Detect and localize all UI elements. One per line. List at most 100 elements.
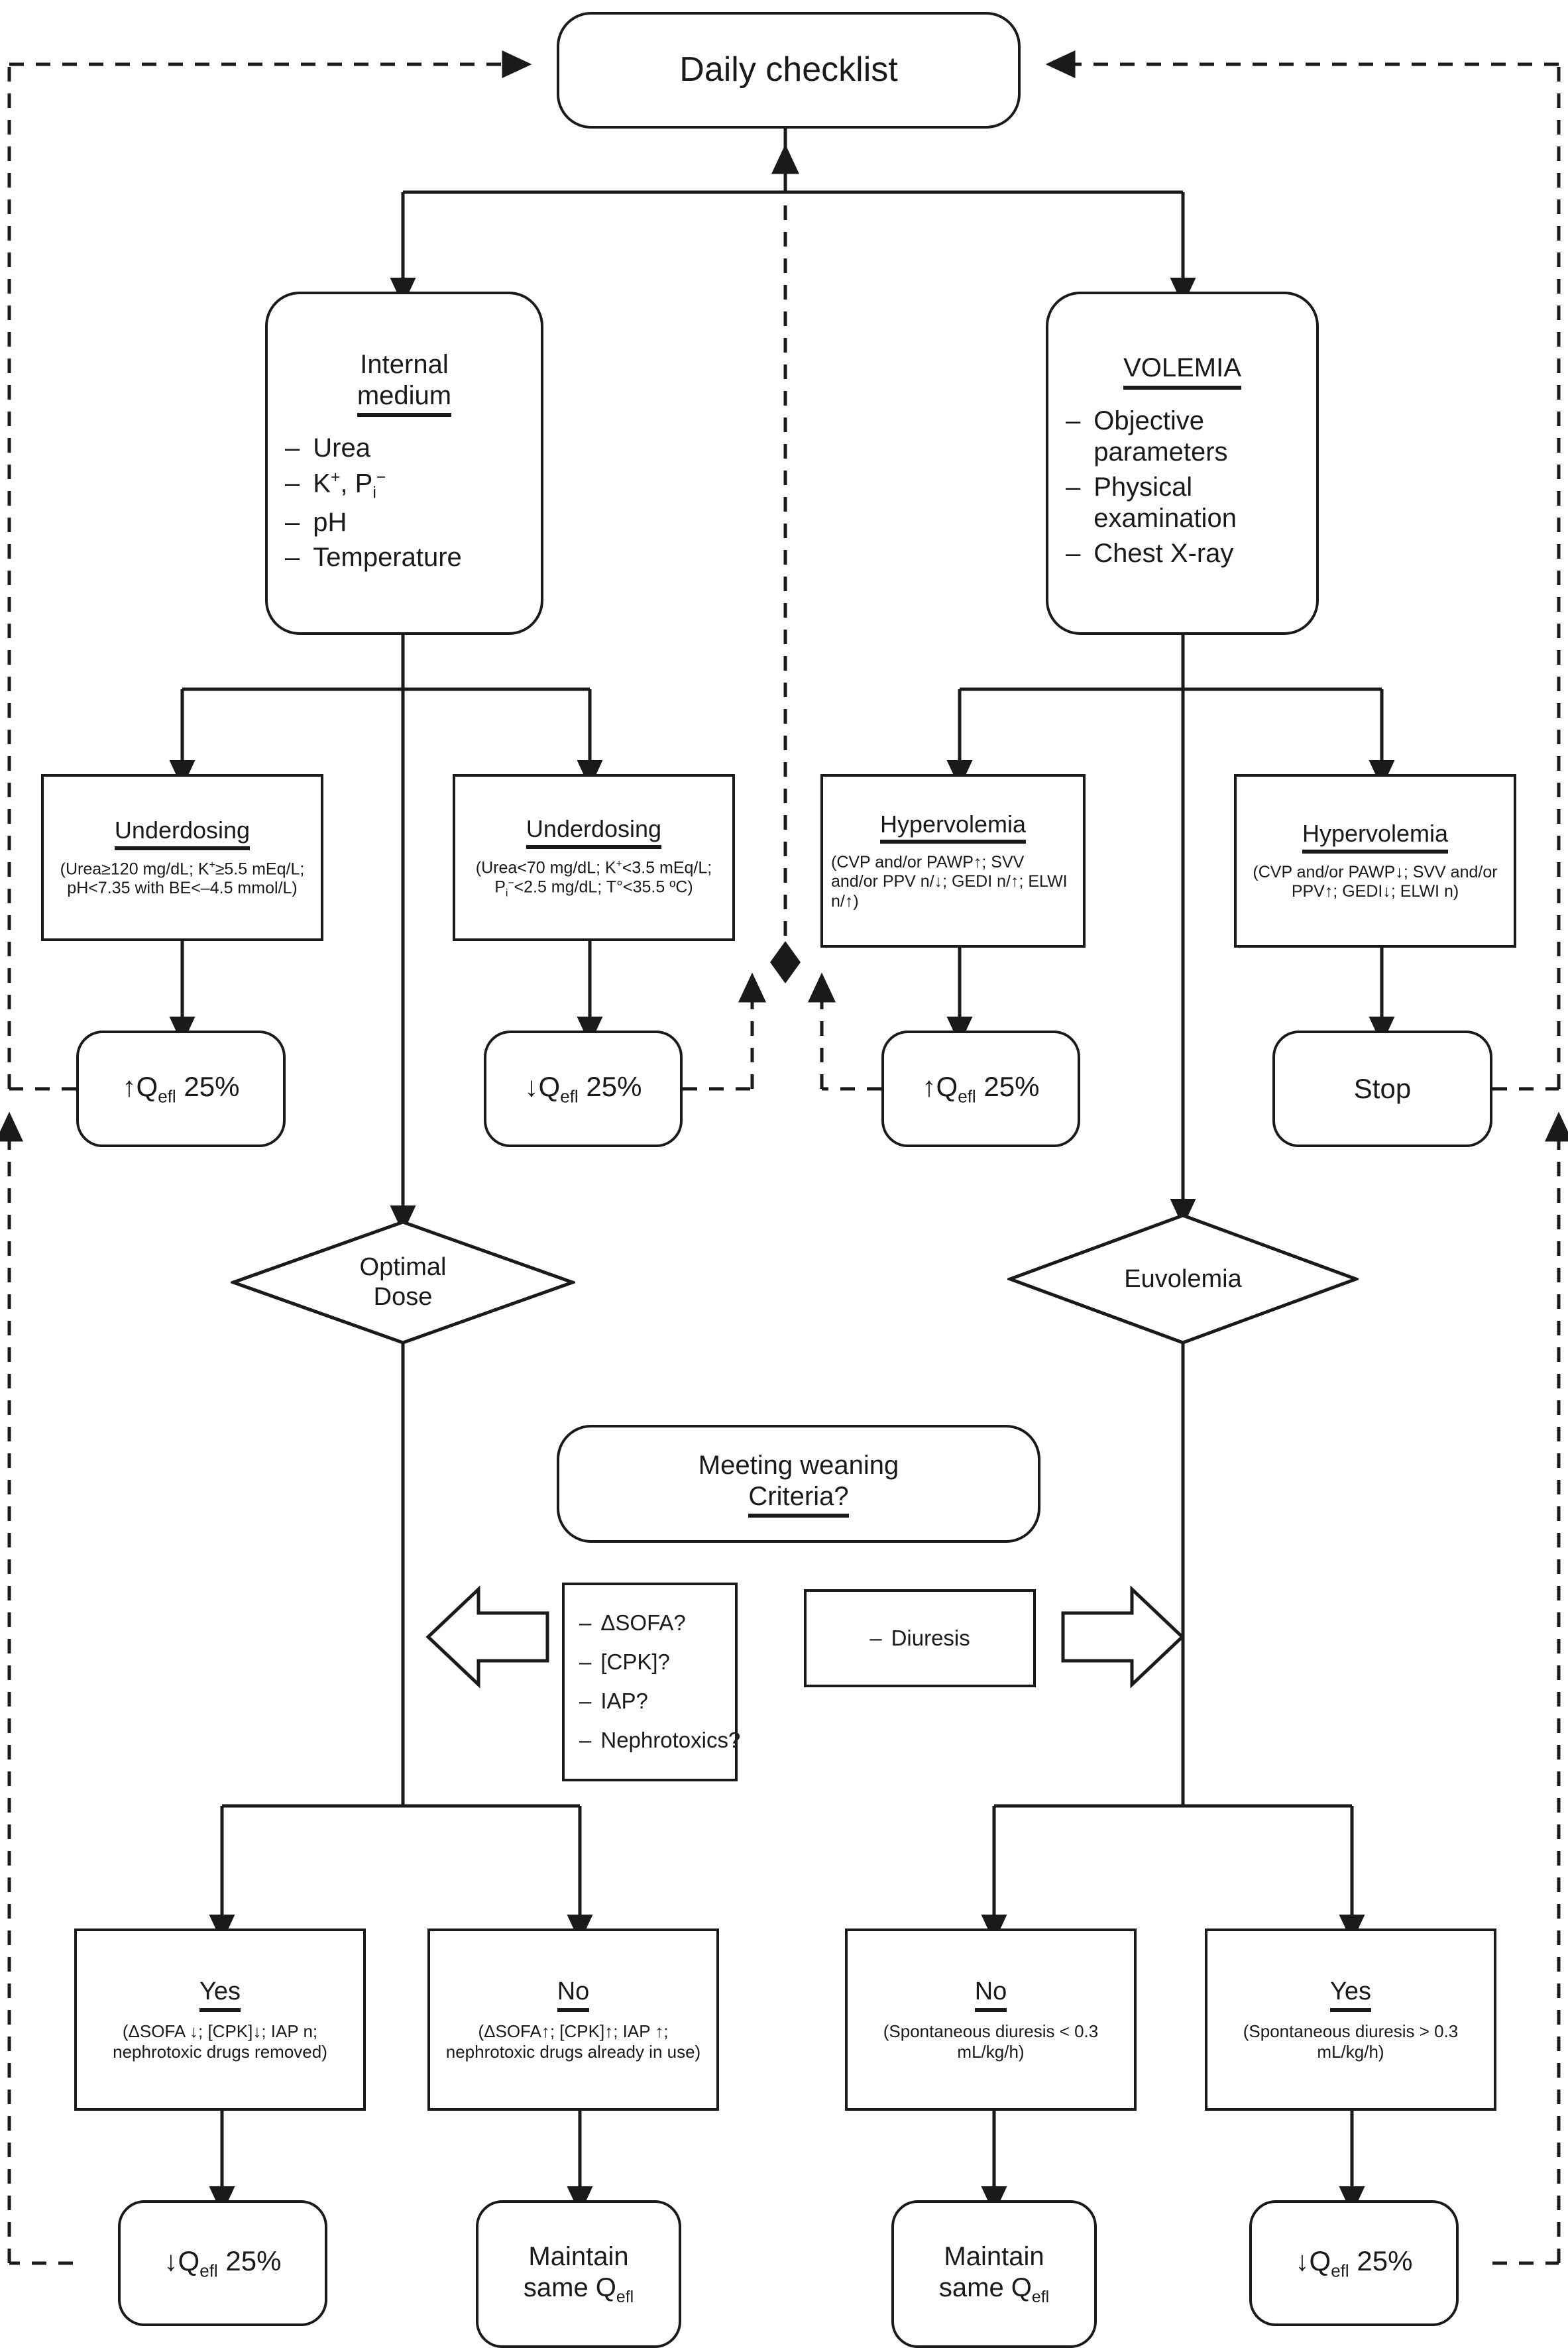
list-item: – ΔSOFA?	[579, 1610, 686, 1636]
node-final-down-right[interactable]: ↓Qefl 25%	[1249, 2200, 1459, 2326]
node-final-maintain-left[interactable]: Maintain same Qefl	[476, 2200, 681, 2348]
list-item: – Diuresis	[869, 1626, 970, 1651]
dash-marker: –	[579, 1689, 592, 1713]
volemia-title: VOLEMIA	[1123, 353, 1241, 390]
final-down-right-label: ↓Qefl 25%	[1295, 2245, 1413, 2281]
final-maintain-left-line1: Maintain	[528, 2241, 629, 2271]
optimal-dose-line1: Optimal	[359, 1253, 447, 1282]
node-no-right[interactable]: No (Spontaneous diuresis < 0.3 mL/kg/h)	[845, 1929, 1137, 2111]
node-action-up-mid[interactable]: ↑Qefl 25%	[881, 1031, 1080, 1147]
left-block-arrow	[424, 1584, 550, 1690]
action-down-left-label: ↓Qefl 25%	[524, 1071, 642, 1107]
no-right-title: No	[974, 1977, 1007, 2013]
list-item: – Physical examination	[1066, 472, 1299, 534]
final-maintain-right-line2: same Qefl	[938, 2272, 1050, 2306]
euvolemia-label: Euvolemia	[1007, 1213, 1359, 1345]
action-up-left-label: ↑Qefl 25%	[122, 1071, 240, 1107]
node-diuresis[interactable]: – Diuresis	[804, 1589, 1036, 1687]
internal-medium-bullets: – Urea – K+, Pi− – pH – Temperature	[268, 429, 541, 577]
dash-marker: –	[285, 507, 300, 537]
node-euvolemia[interactable]: Euvolemia	[1007, 1213, 1359, 1345]
dash-marker: –	[285, 543, 300, 573]
diuresis-label: Diuresis	[891, 1625, 970, 1650]
list-item: – Urea	[285, 433, 524, 464]
yes-right-detail: (Spontaneous diuresis > 0.3 mL/kg/h)	[1243, 2021, 1459, 2062]
list-item: – K+, Pi−	[285, 468, 524, 503]
node-yes-right[interactable]: Yes (Spontaneous diuresis > 0.3 mL/kg/h)	[1205, 1929, 1496, 2111]
list-item: – IAP?	[579, 1689, 648, 1714]
hypervolemia-left-title: Hypervolemia	[879, 811, 1027, 844]
node-hypervolemia-left[interactable]: Hypervolemia (CVP and/or PAWP↑; SVV and/…	[820, 774, 1086, 948]
list-item: – Nephrotoxics?	[579, 1728, 740, 1754]
dash-marker: –	[579, 1610, 592, 1636]
node-underdosing-low[interactable]: Underdosing (Urea<70 mg/dL; K+<3.5 mEq/L…	[453, 774, 735, 941]
node-hypervolemia-right[interactable]: Hypervolemia (CVP and/or PAWP↓; SVV and/…	[1234, 774, 1516, 948]
optimal-dose-label: Optimal Dose	[231, 1219, 575, 1345]
optimal-dose-line2: Dose	[373, 1283, 433, 1311]
list-item: – Temperature	[285, 542, 524, 573]
node-optimal-dose[interactable]: Optimal Dose	[231, 1219, 575, 1345]
hypervolemia-left-detail: (CVP and/or PAWP↑; SVV and/or PPV n/↓; G…	[831, 852, 1068, 911]
yes-left-title: Yes	[199, 1977, 241, 2013]
final-maintain-right-line1: Maintain	[944, 2241, 1044, 2271]
node-volemia[interactable]: VOLEMIA – Objective parameters – Physica…	[1046, 292, 1319, 635]
dash-marker: –	[579, 1727, 592, 1752]
criteria-item-sofa: ΔSOFA?	[600, 1610, 686, 1636]
node-underdosing-high[interactable]: Underdosing (Urea≥120 mg/dL; K+≥5.5 mEq/…	[41, 774, 323, 941]
hypervolemia-right-title: Hypervolemia	[1302, 820, 1449, 854]
internal-medium-item-temperature: Temperature	[313, 543, 462, 573]
action-stop-label: Stop	[1353, 1073, 1412, 1105]
node-no-left[interactable]: No (ΔSOFA↑; [CPK]↑; IAP ↑; nephrotoxic d…	[427, 1929, 719, 2111]
node-criteria-list[interactable]: – ΔSOFA? – [CPK]? – IAP? – Nephrotoxics?	[562, 1583, 740, 1781]
dash-marker: –	[1066, 539, 1081, 569]
list-item: – [CPK]?	[579, 1649, 670, 1675]
dash-marker: –	[285, 469, 300, 498]
criteria-item-cpk: [CPK]?	[600, 1649, 670, 1675]
list-item: – Chest X-ray	[1066, 538, 1299, 569]
volemia-item-chest-xray: Chest X-ray	[1093, 539, 1234, 569]
hypervolemia-right-detail: (CVP and/or PAWP↓; SVV and/or PPV↑; GEDI…	[1253, 862, 1498, 901]
internal-medium-title-line1: Internal	[360, 349, 449, 379]
underdosing-low-title: Underdosing	[526, 815, 662, 849]
internal-medium-item-electrolytes: K+, Pi−	[313, 469, 386, 502]
volemia-item-physical-examination: Physical examination	[1093, 473, 1237, 533]
junction-diamond	[770, 941, 801, 983]
node-action-stop[interactable]: Stop	[1272, 1031, 1492, 1147]
underdosing-high-title: Underdosing	[114, 816, 251, 850]
no-left-detail: (ΔSOFA↑; [CPK]↑; IAP ↑; nephrotoxic drug…	[445, 2021, 701, 2062]
final-maintain-left-line2: same Qefl	[523, 2272, 634, 2306]
underdosing-low-detail: (Urea<70 mg/dL; K+<3.5 mEq/L; Pi−<2.5 mg…	[475, 858, 712, 899]
daily-checklist-label: Daily checklist	[679, 50, 898, 89]
criteria-item-nephrotoxics: Nephrotoxics?	[600, 1727, 741, 1752]
yes-right-title: Yes	[1330, 1977, 1371, 2013]
volemia-item-objective-parameters: Objective parameters	[1093, 406, 1228, 467]
node-action-up-left[interactable]: ↑Qefl 25%	[76, 1031, 286, 1147]
list-item: – pH	[285, 507, 524, 538]
internal-medium-title-line2: medium	[357, 380, 452, 418]
criteria-item-iap: IAP?	[600, 1689, 648, 1713]
node-final-down-left[interactable]: ↓Qefl 25%	[118, 2200, 327, 2326]
node-daily-checklist[interactable]: Daily checklist	[557, 12, 1021, 129]
node-action-down-left[interactable]: ↓Qefl 25%	[484, 1031, 683, 1147]
weaning-criteria-line2: Criteria?	[748, 1481, 849, 1518]
list-item: – Objective parameters	[1066, 406, 1299, 468]
dash-marker: –	[1066, 406, 1081, 435]
final-down-left-label: ↓Qefl 25%	[164, 2245, 282, 2281]
dash-marker: –	[869, 1625, 882, 1650]
euvolemia-text: Euvolemia	[1124, 1264, 1242, 1293]
volemia-bullets: – Objective parameters – Physical examin…	[1048, 402, 1316, 574]
weaning-criteria-line1: Meeting weaning	[698, 1450, 899, 1480]
node-yes-left[interactable]: Yes (ΔSOFA ↓; [CPK]↓; IAP n; nephrotoxic…	[74, 1929, 366, 2111]
node-weaning-criteria[interactable]: Meeting weaning Criteria?	[557, 1425, 1040, 1543]
node-final-maintain-right[interactable]: Maintain same Qefl	[891, 2200, 1097, 2348]
action-up-mid-label: ↑Qefl 25%	[922, 1071, 1040, 1107]
no-left-title: No	[557, 1977, 590, 2013]
dash-marker: –	[285, 433, 300, 463]
dash-marker: –	[1066, 473, 1081, 502]
internal-medium-item-urea: Urea	[313, 433, 370, 463]
right-block-arrow	[1060, 1584, 1186, 1690]
underdosing-high-detail: (Urea≥120 mg/dL; K+≥5.5 mEq/L; pH<7.35 w…	[60, 859, 305, 898]
internal-medium-item-ph: pH	[313, 507, 347, 537]
node-internal-medium[interactable]: Internal medium – Urea – K+, Pi− – pH – …	[265, 292, 543, 635]
